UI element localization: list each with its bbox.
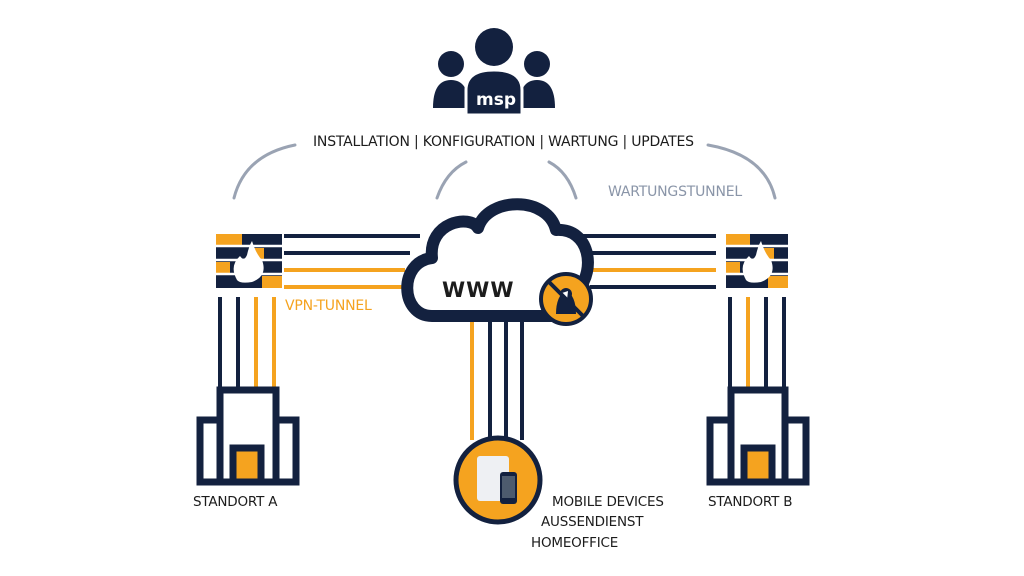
msp-label: msp — [476, 90, 517, 110]
mobile-devices-icon — [453, 435, 543, 525]
wartungstunnel-label: WARTUNGSTUNNEL — [608, 184, 742, 200]
building-icon-site-b — [706, 386, 810, 486]
maintenance-arcs — [232, 143, 777, 200]
arc-center-left — [435, 160, 468, 200]
firewall-icon-right — [726, 234, 788, 288]
tunnels-left — [284, 234, 420, 289]
users-group-icon — [433, 28, 555, 117]
homeoffice-label: HOMEOFFICE — [531, 535, 619, 551]
www-label: WWW — [442, 278, 515, 302]
building-icon-site-a — [196, 386, 300, 486]
site-a-label: STANDORT A — [193, 494, 278, 510]
firewall-icon-left — [216, 234, 282, 288]
arc-left — [232, 143, 297, 200]
aussendienst-label: AUSSENDIENST — [541, 514, 644, 530]
vpn-tunnel-label: VPN-TUNNEL — [285, 298, 372, 314]
no-hacker-icon — [539, 272, 593, 326]
uplinks-site-a — [218, 297, 276, 388]
arc-right — [706, 143, 777, 200]
mobile-devices-label: MOBILE DEVICES — [552, 494, 664, 510]
tunnels-right — [560, 234, 716, 289]
services-label: INSTALLATION | KONFIGURATION | WARTUNG |… — [313, 134, 694, 150]
site-b-label: STANDORT B — [708, 494, 793, 510]
uplinks-mobile — [470, 318, 524, 440]
uplinks-site-b — [728, 297, 786, 388]
arc-center-right — [547, 160, 578, 200]
